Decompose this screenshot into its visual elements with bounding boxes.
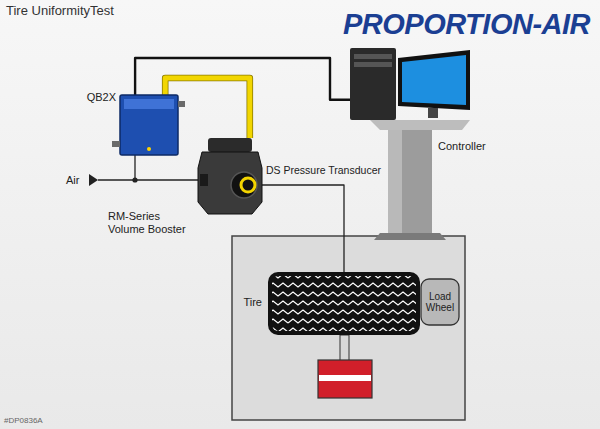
- air-line: [98, 179, 200, 180]
- volume-booster: RM-Series Volume Booster: [198, 138, 262, 215]
- test-enclosure: [232, 236, 465, 420]
- air-label: Air: [66, 174, 79, 187]
- tire-shape: [268, 272, 420, 335]
- qb2x-regulator: QB2X: [120, 95, 178, 155]
- controller-computer: Controller: [350, 48, 472, 240]
- load-wheel-label: Load Wheel: [424, 291, 456, 314]
- cylinder-rod: [340, 335, 349, 361]
- air-supply-symbol: [89, 174, 98, 186]
- pressure-line-line: [262, 185, 344, 272]
- junction-dot: [132, 177, 137, 182]
- tire-label: Tire: [243, 296, 262, 309]
- controller-label: Controller: [438, 140, 486, 153]
- qb2x-label: QB2X: [87, 91, 116, 104]
- load-wheel: Load Wheel: [421, 279, 459, 325]
- pressure-line: [262, 185, 344, 272]
- transducer-label: DS Pressure Transducer: [266, 164, 381, 176]
- booster-label: RM-Series Volume Booster: [108, 210, 192, 235]
- qb2x-regulator-shape: [120, 95, 178, 155]
- company-logo: PROPORTION-AIR: [343, 8, 590, 41]
- air-branch: [134, 155, 135, 180]
- cylinder-piston: [319, 375, 371, 381]
- diagram-title: Tire UniformityTest: [6, 4, 114, 19]
- tire: Tire: [268, 272, 420, 335]
- volume-booster-shape: [198, 138, 262, 215]
- drawing-number: #DP0836A: [4, 416, 43, 425]
- load-cylinder: [318, 360, 372, 398]
